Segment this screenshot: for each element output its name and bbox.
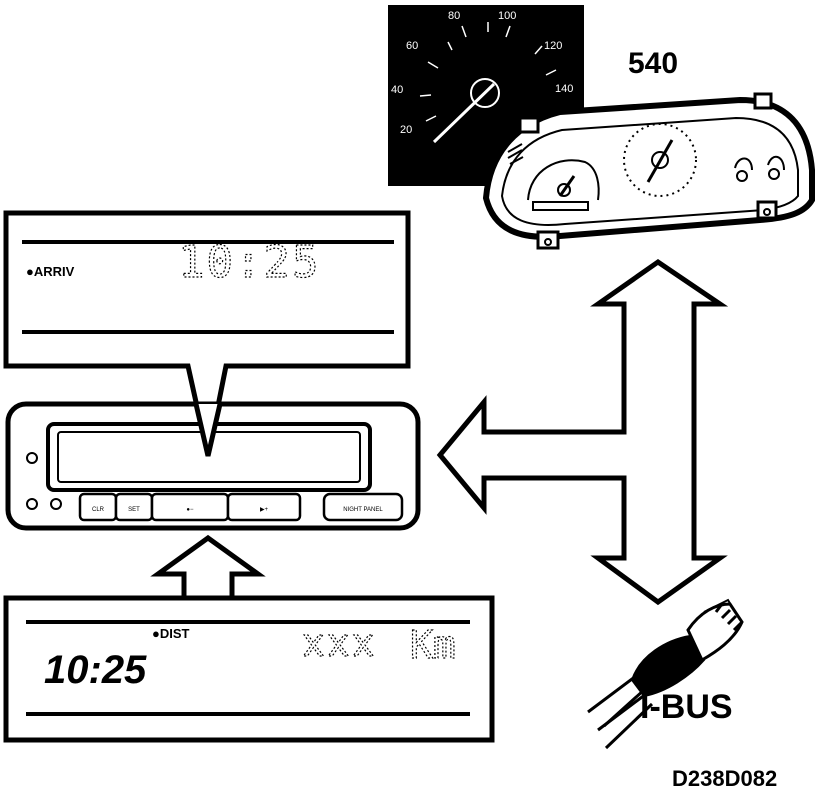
ibus-connector xyxy=(587,598,744,750)
speedometer-hub xyxy=(470,78,500,108)
callout-pointer xyxy=(193,403,223,457)
clr-button[interactable]: CLR xyxy=(78,492,118,522)
instrument-cluster xyxy=(482,92,815,250)
speedometer-tick-label: 20 xyxy=(400,124,412,136)
speedometer-inset: 20 40 60 80 100 120 140 xyxy=(388,5,584,186)
speedometer-tick-label: 140 xyxy=(555,83,573,95)
distance-display xyxy=(3,595,495,743)
minus-button-label: ●− xyxy=(186,507,194,513)
speedometer-tick-label: 80 xyxy=(448,10,460,22)
speedometer-needle xyxy=(432,82,496,144)
distance-unit: Km xyxy=(410,623,456,667)
distance-value: xxx xyxy=(302,621,377,665)
night-panel-button[interactable]: NIGHT PANEL xyxy=(322,492,404,522)
ibus-label: I-BUS xyxy=(640,688,733,726)
set-button[interactable]: SET xyxy=(114,492,154,522)
clr-button-label: CLR xyxy=(92,507,105,513)
obc-indicator-led xyxy=(26,498,38,510)
obc-light-sensor xyxy=(26,452,38,464)
model-label: 540 xyxy=(628,47,678,80)
arrival-indicator: ●ARRIV xyxy=(26,264,75,279)
minus-button[interactable]: ●− xyxy=(150,492,230,522)
plus-button[interactable]: ▶+ xyxy=(226,492,302,522)
speedometer-tick-label: 120 xyxy=(544,40,562,52)
plus-button-label: ▶+ xyxy=(260,507,269,513)
obc-indicator-led xyxy=(50,498,62,510)
up-arrow xyxy=(150,534,266,605)
bus-arrows xyxy=(436,258,729,606)
callout-pointer-fill xyxy=(196,404,220,452)
distance-time: 10:25 xyxy=(44,648,147,692)
speedometer-tick-marks xyxy=(419,22,557,122)
set-button-label: SET xyxy=(128,507,140,513)
figure-code: D238D082 xyxy=(672,766,777,791)
speedometer-tick-label: 60 xyxy=(406,40,418,52)
night-panel-button-label: NIGHT PANEL xyxy=(343,507,383,513)
distance-indicator: ●DIST xyxy=(152,626,190,641)
arrival-time: 10:25 xyxy=(178,237,320,288)
speedometer-tick-label: 40 xyxy=(391,84,403,96)
speedometer-tick-label: 100 xyxy=(498,10,516,22)
